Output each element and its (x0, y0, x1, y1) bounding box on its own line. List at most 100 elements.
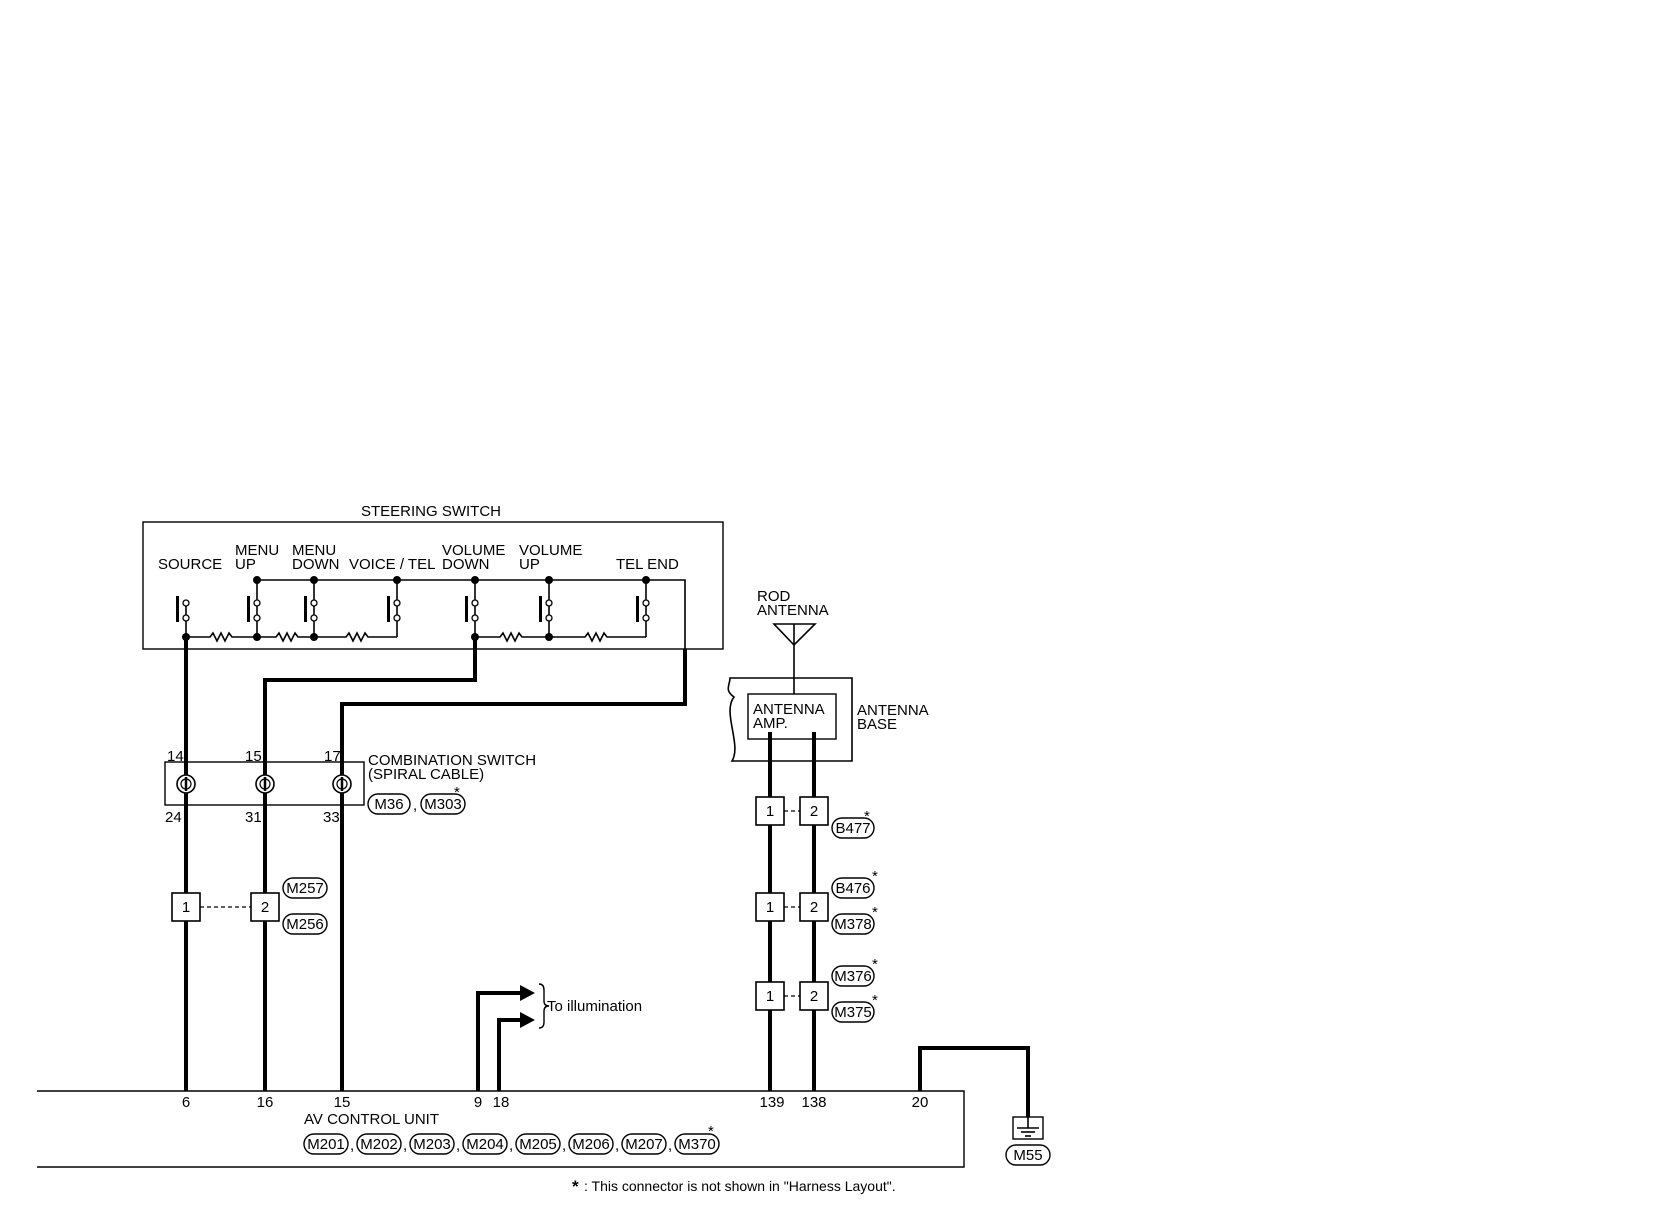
connector-label-m204: M204 (466, 1136, 504, 1153)
switch-label-volume-down-1: VOLUME (442, 542, 505, 559)
switch-bottom-bus-left (186, 631, 397, 643)
connector-label-m202: M202 (360, 1136, 398, 1153)
harness-pin-1: 1 (182, 899, 190, 916)
switch-source (176, 596, 190, 637)
arrow-illum-1 (520, 985, 535, 1001)
separator-4: , (509, 1137, 513, 1154)
illumination-brace (538, 983, 550, 1029)
switch-label-volume-up-1: VOLUME (519, 542, 582, 559)
arrow-illum-2 (520, 1012, 535, 1028)
spiral-cable-terminals (176, 774, 352, 794)
separator-6: , (615, 1137, 619, 1154)
harness-connector-left: 1 2 M257 M256 (171, 877, 328, 935)
connector-label-m376: M376 (834, 968, 872, 985)
harness-pin-box-1 (171, 892, 201, 922)
switch-voice-tel (387, 580, 401, 637)
av-control-unit-box (37, 1090, 965, 1168)
antenna-section: ROD ANTENNA ANTENNA BASE ANTENNA AMP. 1 … (727, 588, 929, 1023)
antenna-amp-label-1: ANTENNA (753, 701, 825, 718)
switch-bottom-bus-right (475, 631, 646, 643)
connector-label-m370: M370 (678, 1136, 716, 1153)
footnote-text: : This connector is not shown in "Harnes… (584, 1178, 896, 1194)
av-pin-15: 15 (334, 1094, 351, 1111)
av-pin-9: 9 (474, 1094, 482, 1111)
connector-label-m203: M203 (413, 1136, 451, 1153)
connector-label-m205: M205 (519, 1136, 557, 1153)
connector-separator: , (413, 797, 417, 814)
av-pin-18: 18 (493, 1094, 510, 1111)
wire-ground (918, 1046, 1030, 1117)
switch-label-source: SOURCE (158, 556, 222, 573)
av-pin-20: 20 (912, 1094, 929, 1111)
combo-pin-top-2: 15 (245, 748, 262, 765)
separator-5: , (562, 1137, 566, 1154)
combination-switch: 14 15 17 24 31 33 COMBINATION SWITCH (SP… (164, 748, 536, 826)
switch-volume-up (539, 580, 553, 637)
combo-pin-bottom-3: 33 (323, 809, 340, 826)
asterisk-b476: * (872, 868, 878, 885)
combination-switch-subtitle: (SPIRAL CABLE) (368, 766, 484, 783)
connector-label-b477: B477 (835, 820, 870, 837)
antenna-base-label-1: ANTENNA (857, 702, 929, 719)
connector-label-m36: M36 (374, 796, 403, 813)
av-pin-139: 139 (759, 1094, 784, 1111)
wire-illum-9 (476, 991, 520, 1091)
antenna-connector-3: 1 2 M376 * M375 * (755, 956, 878, 1023)
connector-label-m55: M55 (1013, 1147, 1042, 1164)
steering-switch-box (142, 521, 724, 650)
av-pin-138: 138 (801, 1094, 826, 1111)
av-connector-list: M201 , M202 , M203 , M204 , M205 , M206 … (303, 1123, 720, 1155)
combination-switch-box (164, 761, 365, 806)
antenna-amp-box (747, 693, 837, 740)
antenna-conn3-pin-1: 1 (766, 988, 774, 1005)
switch-menu-down (304, 580, 318, 637)
av-pin-6: 6 (182, 1094, 190, 1111)
switch-label-menu-up-2: UP (235, 556, 256, 573)
connector-label-m257: M257 (286, 880, 324, 897)
combo-pin-top-3: 17 (324, 748, 341, 765)
antenna-conn1-pin-2: 2 (810, 803, 818, 820)
connector-label-m256: M256 (286, 916, 324, 933)
ground-section: M55 (1005, 1116, 1051, 1166)
antenna-conn1-pin-1: 1 (766, 803, 774, 820)
separator-7: , (668, 1137, 672, 1154)
steering-switch-title: STEERING SWITCH (361, 503, 501, 520)
connector-label-m201: M201 (307, 1136, 345, 1153)
asterisk-m376: * (872, 956, 878, 973)
rod-antenna-label-2: ANTENNA (757, 602, 829, 619)
antenna-conn3-pin-2: 2 (810, 988, 818, 1005)
harness-pin-2: 2 (261, 899, 269, 916)
footnote: * : This connector is not shown in "Harn… (572, 1177, 896, 1196)
switch-top-bus (257, 579, 686, 649)
harness-pin-box-2 (250, 892, 280, 922)
asterisk-b477: * (864, 808, 870, 825)
separator-1: , (350, 1137, 354, 1154)
connector-label-m206: M206 (572, 1136, 610, 1153)
antenna-connector-2: 1 2 B476 * M378 * (755, 868, 878, 935)
illumination-label: To illumination (547, 998, 642, 1015)
antenna-base-box (727, 677, 853, 762)
junction-dots (182, 576, 650, 641)
connector-oval-m303 (420, 793, 466, 815)
separator-2: , (403, 1137, 407, 1154)
connector-oval-m55 (1005, 1144, 1051, 1166)
connector-oval-m257 (282, 877, 328, 899)
asterisk-m375: * (872, 992, 878, 1009)
av-control-unit-title: AV CONTROL UNIT (304, 1111, 439, 1128)
switch-label-menu-down-1: MENU (292, 542, 336, 559)
rod-antenna-label-1: ROD (757, 588, 791, 605)
asterisk-m370: * (708, 1123, 714, 1140)
switch-label-voice-tel: VOICE / TEL (349, 556, 435, 573)
connector-label-m378: M378 (834, 916, 872, 933)
combination-switch-title: COMBINATION SWITCH (368, 752, 536, 769)
combo-pin-top-1: 14 (167, 748, 184, 765)
combo-pin-bottom-1: 24 (165, 809, 182, 826)
connector-label-m375: M375 (834, 1004, 872, 1021)
antenna-amp-label-2: AMP. (753, 715, 788, 732)
combo-pin-bottom-2: 31 (245, 809, 262, 826)
footnote-asterisk: * (572, 1177, 579, 1196)
antenna-conn2-pin-2: 2 (810, 899, 818, 916)
separator-3: , (456, 1137, 460, 1154)
av-pin-16: 16 (257, 1094, 274, 1111)
switch-menu-up (247, 580, 261, 637)
